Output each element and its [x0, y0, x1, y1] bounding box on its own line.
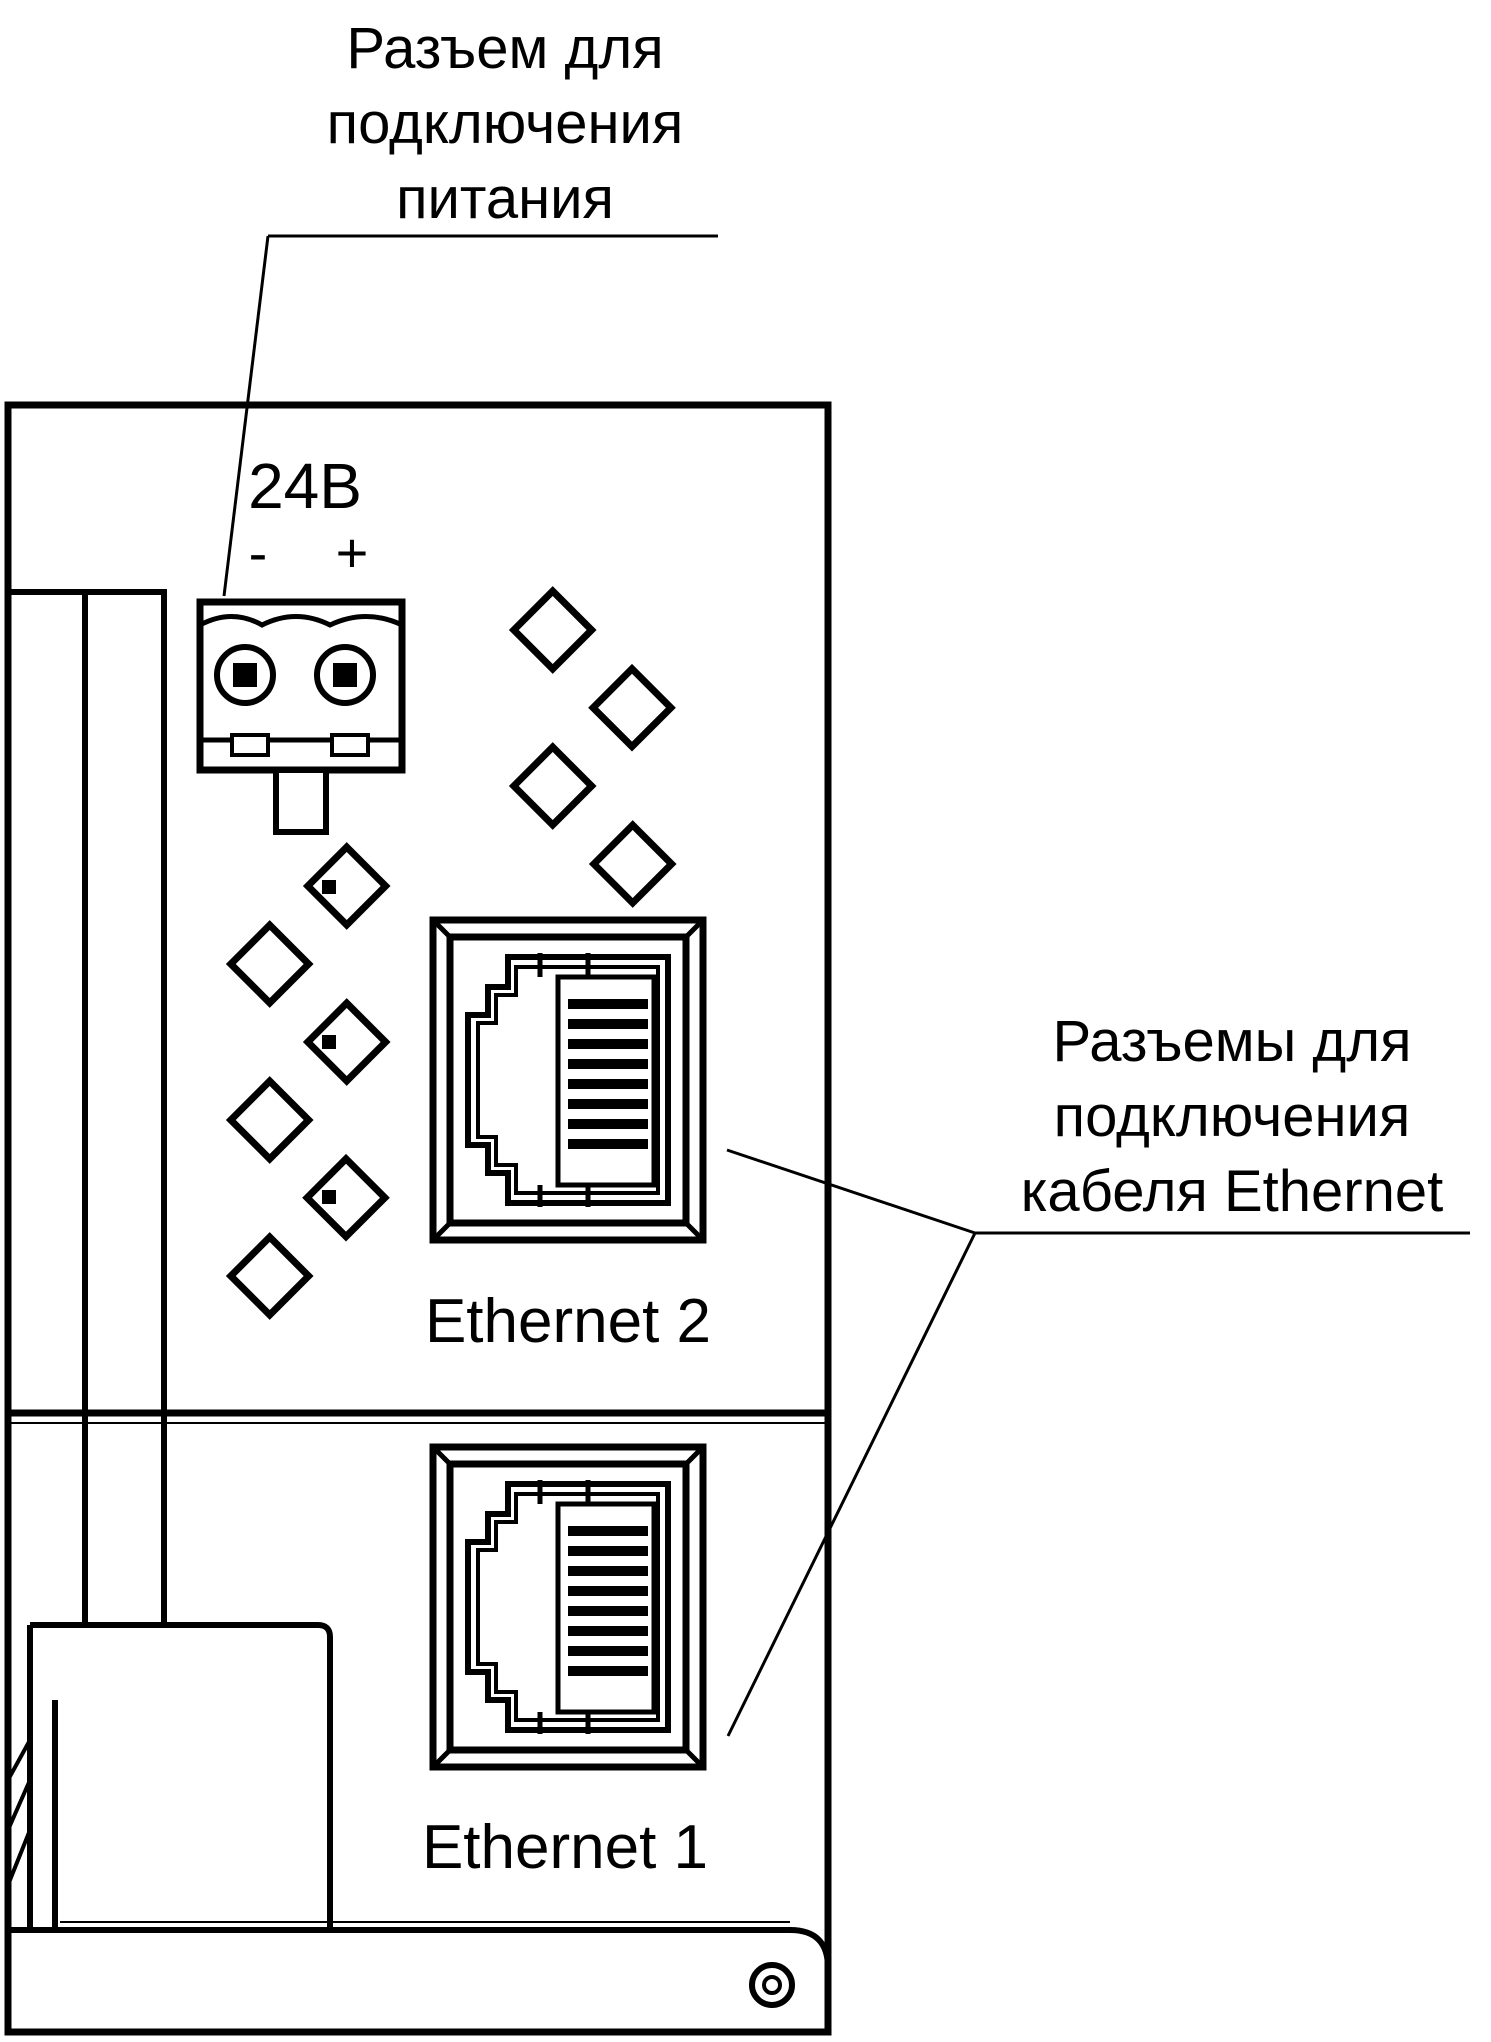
power-callout-line-1: Разъем для	[346, 16, 663, 81]
ethernet-2-label: Ethernet 2	[425, 1287, 711, 1356]
ethernet-1-label: Ethernet 1	[422, 1813, 708, 1882]
minus-label: -	[249, 521, 268, 584]
ethernet-callout-line-1: Разъемы для	[1053, 1009, 1412, 1074]
led-indicator-icon	[225, 1076, 314, 1164]
voltage-label: 24В	[248, 450, 362, 522]
device-housing	[4, 401, 832, 2036]
terminal-screw-plus-icon	[314, 644, 376, 706]
power-connector: 24В - +	[196, 450, 406, 835]
ethernet-callout-line-2: подключения	[1054, 1084, 1411, 1149]
ethernet-callout-line-3: кабеля Ethernet	[1021, 1159, 1443, 1224]
screw-icon	[749, 1962, 795, 2008]
led-indicator-icon	[302, 1153, 390, 1242]
power-callout-line-3: питания	[396, 166, 614, 231]
led-indicator-icon	[508, 742, 597, 830]
plus-label: +	[336, 521, 369, 584]
power-leader-line	[222, 234, 718, 597]
ethernet-port-2: Ethernet 2	[425, 920, 711, 1356]
status-leds	[225, 586, 677, 1320]
power-callout-line-2: подключения	[327, 91, 684, 156]
ethernet-callout: Разъемы для подключения кабеля Ethernet	[1021, 1009, 1443, 1224]
led-indicator-icon	[588, 820, 677, 908]
ethernet-leader-lines	[726, 1148, 1470, 1737]
led-indicator-icon	[225, 1232, 314, 1320]
led-indicator-icon	[508, 586, 597, 674]
led-indicator-icon	[588, 663, 676, 752]
led-indicator-icon	[302, 998, 391, 1086]
power-callout: Разъем для подключения питания	[327, 16, 684, 231]
terminal-screw-minus-icon	[214, 644, 276, 706]
ethernet-port-1: Ethernet 1	[422, 1447, 708, 1882]
led-indicator-icon	[225, 920, 314, 1008]
led-indicator-icon	[302, 842, 391, 930]
